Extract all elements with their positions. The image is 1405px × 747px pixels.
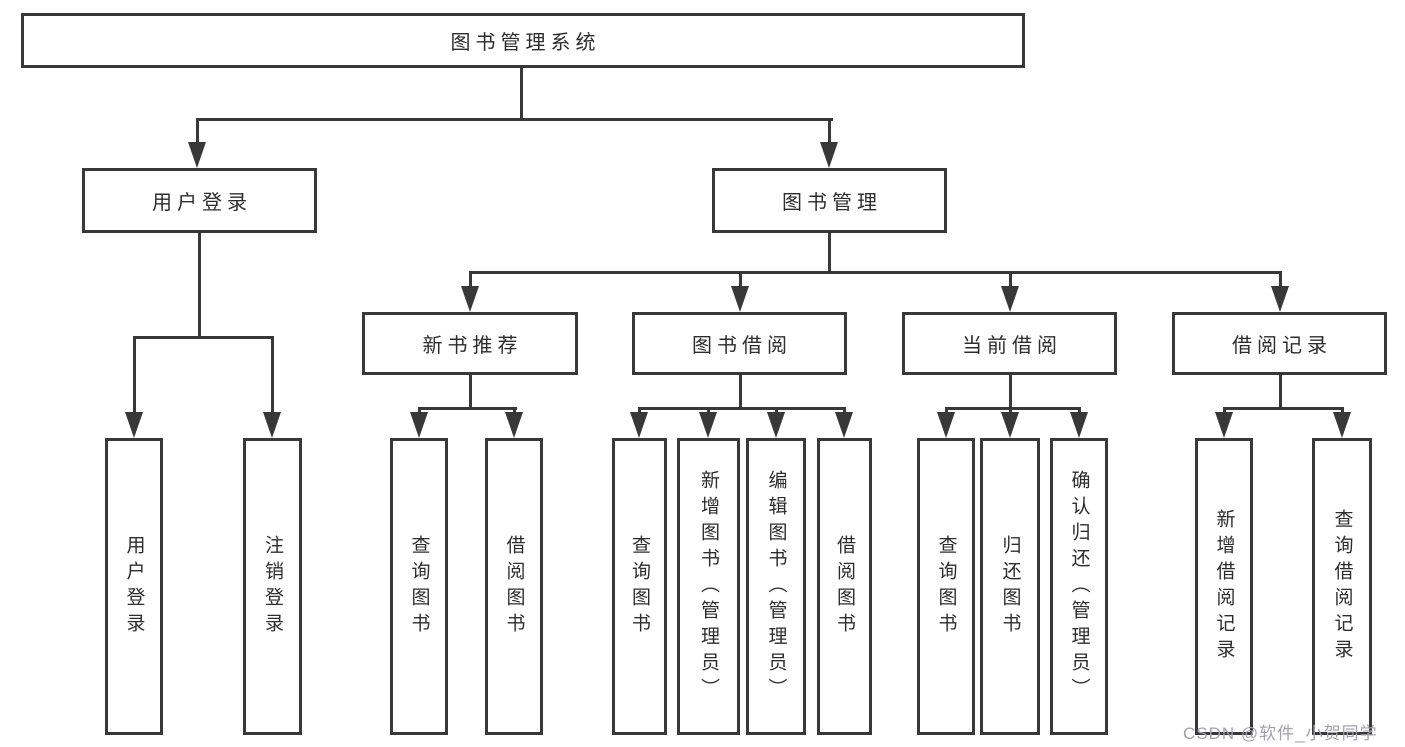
connector-level3-drop [1279, 271, 1282, 289]
leaf-logout: 注销登录 [243, 438, 302, 735]
connector-level2-branch [196, 118, 833, 121]
connector-leaf-drop [1223, 407, 1226, 416]
connector-book-mgmt-drop [828, 118, 831, 148]
node-root: 图书管理系统 [21, 13, 1025, 68]
connector-user-login-drop [196, 118, 199, 148]
arrow-to-current-borrowing [1001, 286, 1019, 312]
connector-level3-drop [469, 271, 472, 289]
leaf-confirm-return-admin: 确认归还（管理员） [1050, 438, 1108, 735]
leaf-borrow-books-b: 借阅图书 [817, 438, 872, 735]
connector-borrowing-branch [638, 407, 846, 410]
connector-level3-drop [739, 271, 742, 289]
node-book-borrowing: 图书借阅 [632, 312, 847, 375]
arrow-to-user-login [188, 142, 206, 168]
connector-leaf-drop [1341, 407, 1344, 416]
connector-leaf-drop [638, 407, 641, 416]
connector-leaf-drop [271, 336, 274, 416]
connector-current-stem [1009, 375, 1012, 410]
leaf-query-books-c: 查询图书 [917, 438, 975, 735]
connector-records-branch [1223, 407, 1344, 410]
leaf-query-books-a: 查询图书 [390, 438, 448, 735]
leaf-return-books: 归还图书 [980, 438, 1040, 735]
arrow-to-borrowing-records [1271, 286, 1289, 312]
arrow-to-leaf-add-books [699, 412, 717, 438]
connector-root-stem [520, 66, 523, 121]
node-borrowing-records: 借阅记录 [1172, 312, 1387, 375]
arrow-to-book-borrowing [731, 286, 749, 312]
connector-recommend-stem [469, 375, 472, 410]
leaf-query-books-b: 查询图书 [612, 438, 667, 735]
connector-records-stem [1279, 375, 1282, 410]
leaf-add-borrow-record: 新增借阅记录 [1195, 438, 1253, 735]
node-user-login: 用户登录 [82, 168, 317, 233]
connector-leaf-drop [843, 407, 846, 416]
arrow-to-leaf-query-books-c [937, 412, 955, 438]
connector-leaf-drop [1078, 407, 1081, 416]
connector-level3-drop [1009, 271, 1012, 289]
connector-leaf-drop [1009, 407, 1012, 416]
node-new-book-recommend: 新书推荐 [362, 312, 578, 375]
node-current-borrowing: 当前借阅 [902, 312, 1117, 375]
node-book-management: 图书管理 [712, 168, 947, 233]
arrow-to-leaf-borrow-books-a [505, 412, 523, 438]
arrow-to-leaf-return-books [1001, 412, 1019, 438]
arrow-to-leaf-borrow-books-b [835, 412, 853, 438]
arrow-to-leaf-query-record [1333, 412, 1351, 438]
connector-book-mgmt-stem [828, 233, 831, 274]
connector-leaf-drop [775, 407, 778, 416]
connector-leaf-drop [945, 407, 948, 416]
arrow-to-leaf-confirm-return [1070, 412, 1088, 438]
connector-leaf-drop [133, 336, 136, 416]
connector-recommend-branch [418, 407, 517, 410]
connector-borrowing-stem [739, 375, 742, 410]
leaf-borrow-books-a: 借阅图书 [485, 438, 543, 735]
connector-leaf-drop [513, 407, 516, 416]
arrow-to-leaf-query-books-b [630, 412, 648, 438]
arrow-to-book-mgmt [820, 142, 838, 168]
arrow-to-leaf-logout [263, 412, 281, 438]
connector-current-branch [945, 407, 1081, 410]
arrow-to-leaf-query-books-a [410, 412, 428, 438]
arrow-to-new-book-recommend [461, 286, 479, 312]
connector-user-login-branch [133, 336, 274, 339]
leaf-query-borrow-record: 查询借阅记录 [1312, 438, 1372, 735]
connector-user-login-stem [198, 233, 201, 339]
arrow-to-leaf-edit-books [767, 412, 785, 438]
connector-leaf-drop [418, 407, 421, 416]
watermark: CSDN @软件_小贺同学 [1183, 724, 1378, 743]
connector-leaf-drop [707, 407, 710, 416]
leaf-user-login: 用户登录 [105, 438, 163, 735]
arrow-to-leaf-user-login [125, 412, 143, 438]
connector-level3-branch [469, 271, 1282, 274]
leaf-edit-books-admin: 编辑图书（管理员） [746, 438, 806, 735]
arrow-to-leaf-add-record [1215, 412, 1233, 438]
leaf-add-books-admin: 新增图书（管理员） [677, 438, 740, 735]
